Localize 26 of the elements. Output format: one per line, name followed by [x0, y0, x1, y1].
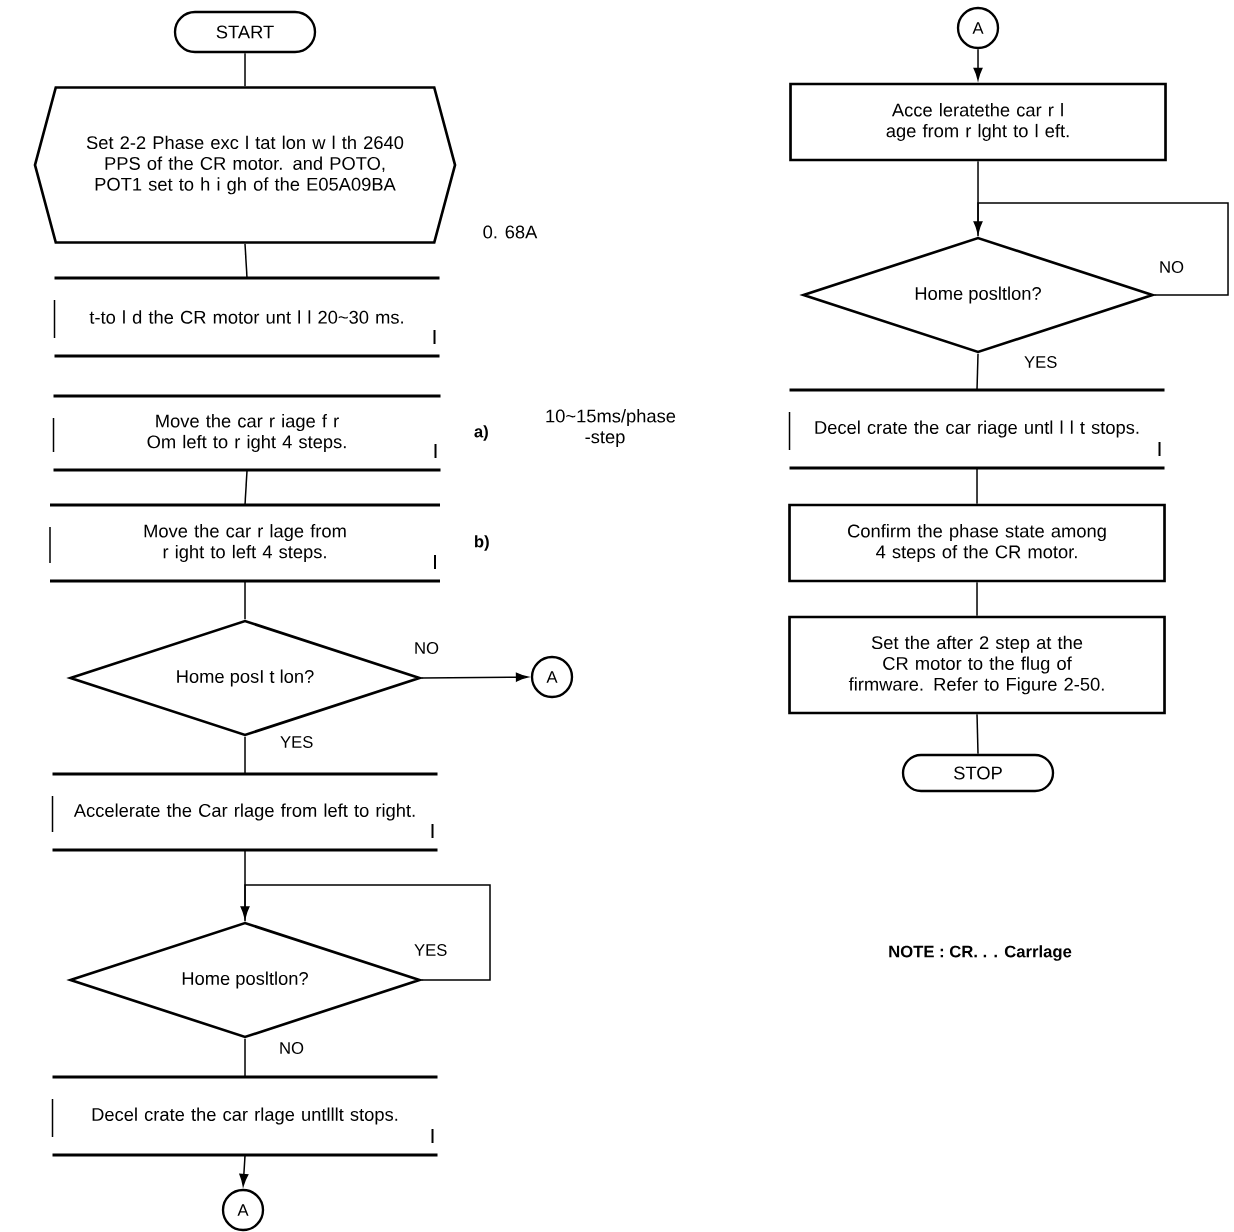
process-box: Accelerate the Car rlage from left to right.	[51, 772, 438, 852]
process-box: Move the car r lage from r ight to left 4 steps.	[49, 503, 440, 583]
preparation-hexagon: Set 2-2 Phase exc l tat lon w l th 2640 PPS of the CR motor. and POTO, POT1 set to h i gh of the E05A09BA	[33, 86, 457, 244]
arrow	[973, 48, 983, 80]
process-box: Decel crate the car rlage untlllt stops.	[51, 1075, 438, 1157]
current-label: 0. 68A	[483, 225, 538, 239]
arrow	[240, 884, 491, 981]
edge-label: NO	[1157, 259, 1186, 275]
process-box: t-to l d the CR motor unt l l 20~30 ms.	[53, 276, 440, 358]
step-label: a)	[474, 425, 488, 441]
terminal-box: STOP	[901, 753, 1055, 793]
edge-label: YES	[1022, 354, 1060, 370]
process-box: Confirm the phase state among 4 steps of the CR motor.	[788, 503, 1166, 583]
note-text: NOTE : CR. . . Carrlage	[889, 945, 1072, 961]
process-box: Set the after 2 step at the CR motor to the flug of firmware. Refer to Figure 2-50.	[788, 615, 1166, 715]
arrow	[239, 1154, 249, 1187]
step-label: b)	[475, 535, 489, 551]
edge-label: NO	[277, 1040, 306, 1056]
process-box: Decel crate the car riage untl l l t stops.	[788, 388, 1165, 470]
arrow	[420, 672, 529, 682]
process-box: Acce leratethe car r l age from r lght to l eft.	[789, 82, 1167, 162]
process-box: Move the car r iage f r Om left to r ight 4 steps.	[52, 394, 441, 472]
timing-note: 10~15ms/phase -step	[546, 409, 676, 447]
arrow	[973, 202, 1229, 296]
terminal-box: START	[173, 10, 317, 54]
edge-label: YES	[278, 734, 315, 750]
